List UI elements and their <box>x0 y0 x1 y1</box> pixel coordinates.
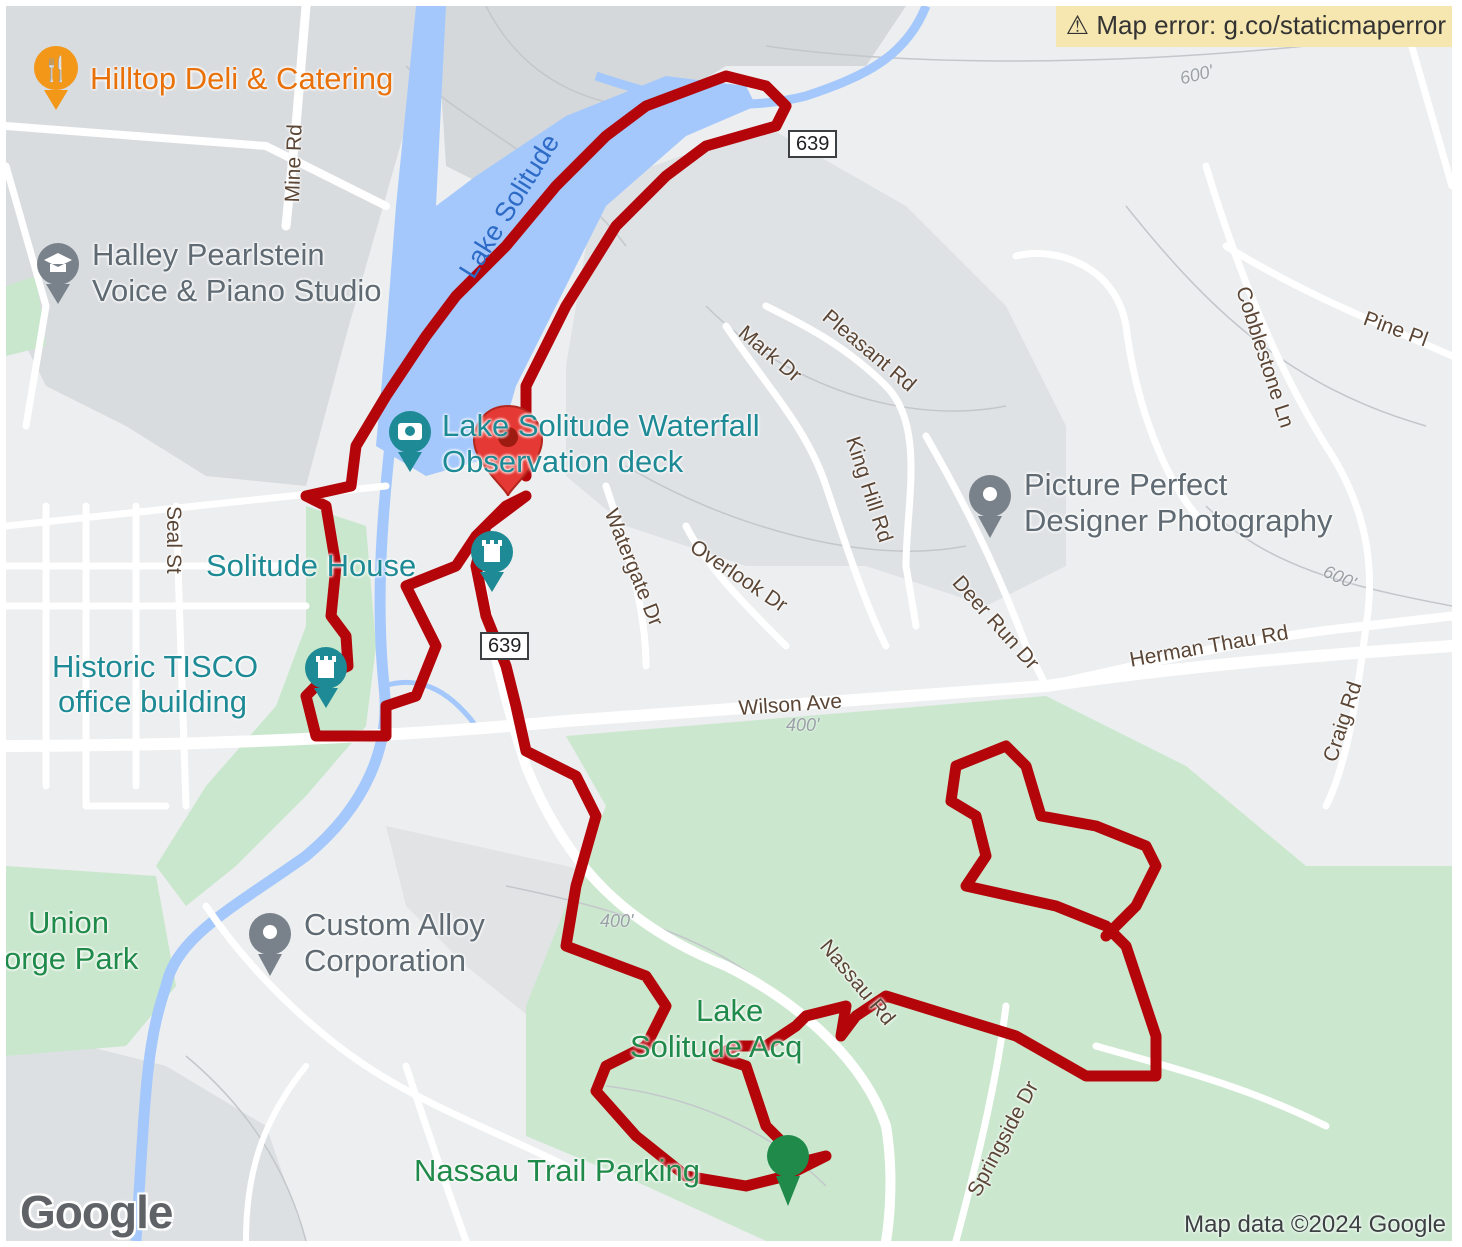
contour-line <box>765 45 1307 62</box>
landmark-icon <box>305 647 347 708</box>
poi-label-studio-line1[interactable]: Halley Pearlstein <box>92 237 325 272</box>
road <box>6 640 1452 752</box>
google-logo[interactable]: Google <box>20 1186 173 1238</box>
contour-line <box>625 465 967 552</box>
poi-label-acq-line2[interactable]: Solitude Acq <box>630 1029 803 1064</box>
parking-pin-icon <box>767 1135 809 1206</box>
road-label-mine: Mine Rd <box>281 123 307 203</box>
road <box>682 522 790 650</box>
contour-line <box>705 305 1007 412</box>
restaurant-icon: 🍴 <box>34 46 78 110</box>
terrain-ridge <box>6 1026 306 1241</box>
road <box>6 162 50 430</box>
poi-label-solitude-house[interactable]: Solitude House <box>206 548 417 583</box>
svg-text:🍴: 🍴 <box>41 55 71 83</box>
poi-label-tisco-line1[interactable]: Historic TISCO <box>52 649 259 684</box>
poi-label-waterfall-line2[interactable]: Observation deck <box>442 444 684 479</box>
warning-icon: ⚠ <box>1065 10 1090 40</box>
park-area <box>156 506 376 906</box>
elevation-label: 400' <box>786 715 820 735</box>
poi-label-alloy-line2[interactable]: Corporation <box>304 943 466 978</box>
poi-label-waterfall-line1[interactable]: Lake Solitude Waterfall <box>442 408 760 443</box>
road <box>922 432 1050 690</box>
terrain-ridge <box>566 126 1066 606</box>
road <box>1402 22 1452 190</box>
road <box>202 902 570 1170</box>
poi-label-alloy-line1[interactable]: Custom Alloy <box>304 907 485 942</box>
school-icon <box>37 243 79 304</box>
map-attribution[interactable]: Map data ©2024 Google <box>1184 1211 1446 1238</box>
contour-line <box>1125 205 1427 427</box>
camera-icon <box>389 411 431 472</box>
road <box>602 482 650 670</box>
poi-label-parking[interactable]: Nassau Trail Parking <box>414 1153 701 1188</box>
road <box>82 502 170 810</box>
poi-label-deli[interactable]: Hilltop Deli & Catering <box>90 61 394 96</box>
road <box>243 1063 309 1241</box>
road <box>1222 242 1452 360</box>
elevation-label: 400' <box>600 911 634 931</box>
road-label-seal: Seal St <box>162 506 185 574</box>
landmark-icon <box>471 531 513 592</box>
poi-label-photo-line1[interactable]: Picture Perfect <box>1024 467 1228 502</box>
map-error-text: Map error: g.co/staticmaperror <box>1096 10 1446 40</box>
trail-route <box>300 70 1162 1192</box>
road <box>1012 250 1210 530</box>
map-graphics: 🍴 <box>6 6 1452 1241</box>
road <box>1041 611 1452 691</box>
poi-label-union-line1[interactable]: Union <box>28 905 109 940</box>
poi-label-photo-line2[interactable]: Designer Photography <box>1024 503 1333 538</box>
route-shield-639: 639 <box>788 130 838 158</box>
place-pin-icon <box>249 913 291 976</box>
park-area <box>6 866 176 1056</box>
poi-label-tisco-line2[interactable]: office building <box>58 684 248 719</box>
poi-label-acq-line1[interactable]: Lake <box>696 993 764 1028</box>
road <box>172 502 190 810</box>
terrain-ridge <box>6 6 436 486</box>
location-marker-icon[interactable] <box>472 404 544 497</box>
road <box>722 322 890 650</box>
contour-line <box>1205 505 1452 607</box>
road <box>281 6 311 231</box>
road <box>762 302 920 630</box>
road <box>471 541 896 1241</box>
lake <box>376 6 756 476</box>
poi-label-studio-line2[interactable]: Voice & Piano Studio <box>92 273 382 308</box>
road <box>6 122 390 210</box>
place-pin-icon <box>969 475 1011 538</box>
river <box>130 435 397 1241</box>
road <box>402 1062 470 1241</box>
road <box>1202 162 1374 810</box>
poi-label-union-line2[interactable]: orge Park <box>6 941 139 976</box>
route-shield-639: 639 <box>480 632 530 660</box>
road <box>1092 1042 1330 1130</box>
park-area <box>6 276 46 356</box>
map-canvas[interactable]: 🍴 <box>6 6 1452 1241</box>
river <box>383 679 478 728</box>
map-error-banner[interactable]: ⚠ Map error: g.co/staticmaperror <box>1055 6 1452 47</box>
